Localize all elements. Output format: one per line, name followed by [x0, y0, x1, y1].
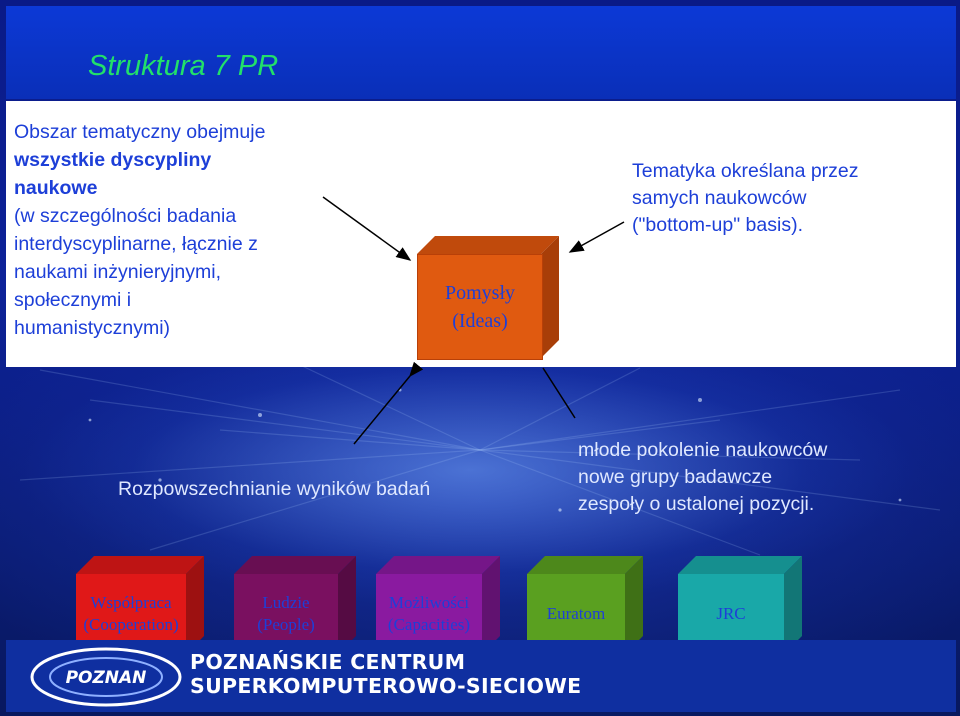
cube-side-face — [482, 556, 500, 654]
cube-side-face — [338, 556, 356, 654]
ideas-cube: Pomysły (Ideas) — [417, 236, 561, 360]
cube-side-face — [625, 556, 643, 654]
scope-bold-line: wszystkie dyscypliny — [14, 149, 212, 171]
researchers-line: zespoły o ustalonej pozycji. — [578, 493, 815, 515]
scope-line: naukami inżynieryjnymi, — [14, 261, 221, 283]
programme-name: Euratom — [546, 604, 606, 623]
organization-line2: SUPERKOMPUTEROWO-SIECIOWE — [190, 674, 582, 698]
scope-line: społecznymi i — [14, 289, 132, 311]
scope-line: (w szczególności badania — [14, 205, 237, 227]
scope-line: interdyscyplinarne, łącznie z — [14, 233, 258, 255]
programme-cube-faces — [678, 556, 802, 654]
researchers-line: młode pokolenie naukowców — [578, 439, 828, 461]
ideas-label-en: (Ideas) — [452, 310, 508, 332]
slide-title: Struktura 7 PR — [88, 50, 279, 82]
programme-cube-faces — [527, 556, 643, 654]
programme-name-en: (People) — [257, 615, 315, 634]
arrow-ideas-to-researchers — [542, 367, 576, 419]
logo-word: POZNAN — [66, 668, 147, 688]
scope-description: Obszar tematyczny obejmuje wszystkie dys… — [14, 118, 354, 342]
programme-name-en: (Capacities) — [387, 615, 471, 634]
psnc-logo-icon: POZNAN — [30, 647, 182, 707]
cube-top-face — [376, 556, 500, 574]
arrow-bottomup-to-ideas — [568, 221, 625, 253]
fiber-optic-background — [19, 364, 941, 556]
programme-cube-faces — [376, 556, 500, 654]
programme-name: JRC — [716, 604, 746, 623]
programme-cube-faces — [234, 556, 356, 654]
scope-line: humanistycznymi) — [14, 317, 171, 339]
scope-line: Obszar tematyczny obejmuje — [14, 121, 266, 143]
bottom-up-line: ("bottom-up" basis). — [632, 214, 803, 236]
programme-name: Współpraca — [90, 593, 172, 612]
footer-bar — [6, 640, 956, 712]
organization-line1: POZNAŃSKIE CENTRUM — [190, 650, 466, 674]
organization-name: POZNAŃSKIE CENTRUM SUPERKOMPUTEROWO-SIEC… — [190, 650, 581, 698]
title-bar — [6, 6, 956, 99]
arrow-ideas-to-dissemination — [353, 361, 424, 445]
researchers-line: nowe grupy badawcze — [578, 466, 773, 488]
programme-name: Możliwości — [388, 593, 470, 612]
bottom-up-line: samych naukowców — [632, 187, 807, 209]
arrow-scope-to-ideas — [322, 196, 412, 261]
dissemination-label: Rozpowszechnianie wyników badań — [118, 478, 431, 500]
cube-side-face — [784, 556, 802, 654]
cube-top-face — [234, 556, 356, 574]
scope-bold-line: naukowe — [14, 177, 98, 199]
cube-top-face — [678, 556, 802, 574]
researchers-description: młode pokolenie naukowców nowe grupy bad… — [578, 437, 958, 518]
bottom-up-line: Tematyka określana przez — [632, 160, 859, 182]
programme-cube-faces — [76, 556, 204, 654]
ideas-label: Pomysły — [444, 282, 516, 304]
cube-side-face — [186, 556, 204, 654]
ideas-cube-front: Pomysły (Ideas) — [417, 254, 543, 360]
bottom-up-description: Tematyka określana przez samych naukowcó… — [632, 158, 952, 239]
cube-top-face — [76, 556, 204, 574]
cube-top-face — [527, 556, 643, 574]
programme-name: Ludzie — [262, 593, 310, 612]
programme-name-en: (Cooperation) — [83, 615, 179, 634]
ideas-cube-faces — [417, 236, 559, 358]
